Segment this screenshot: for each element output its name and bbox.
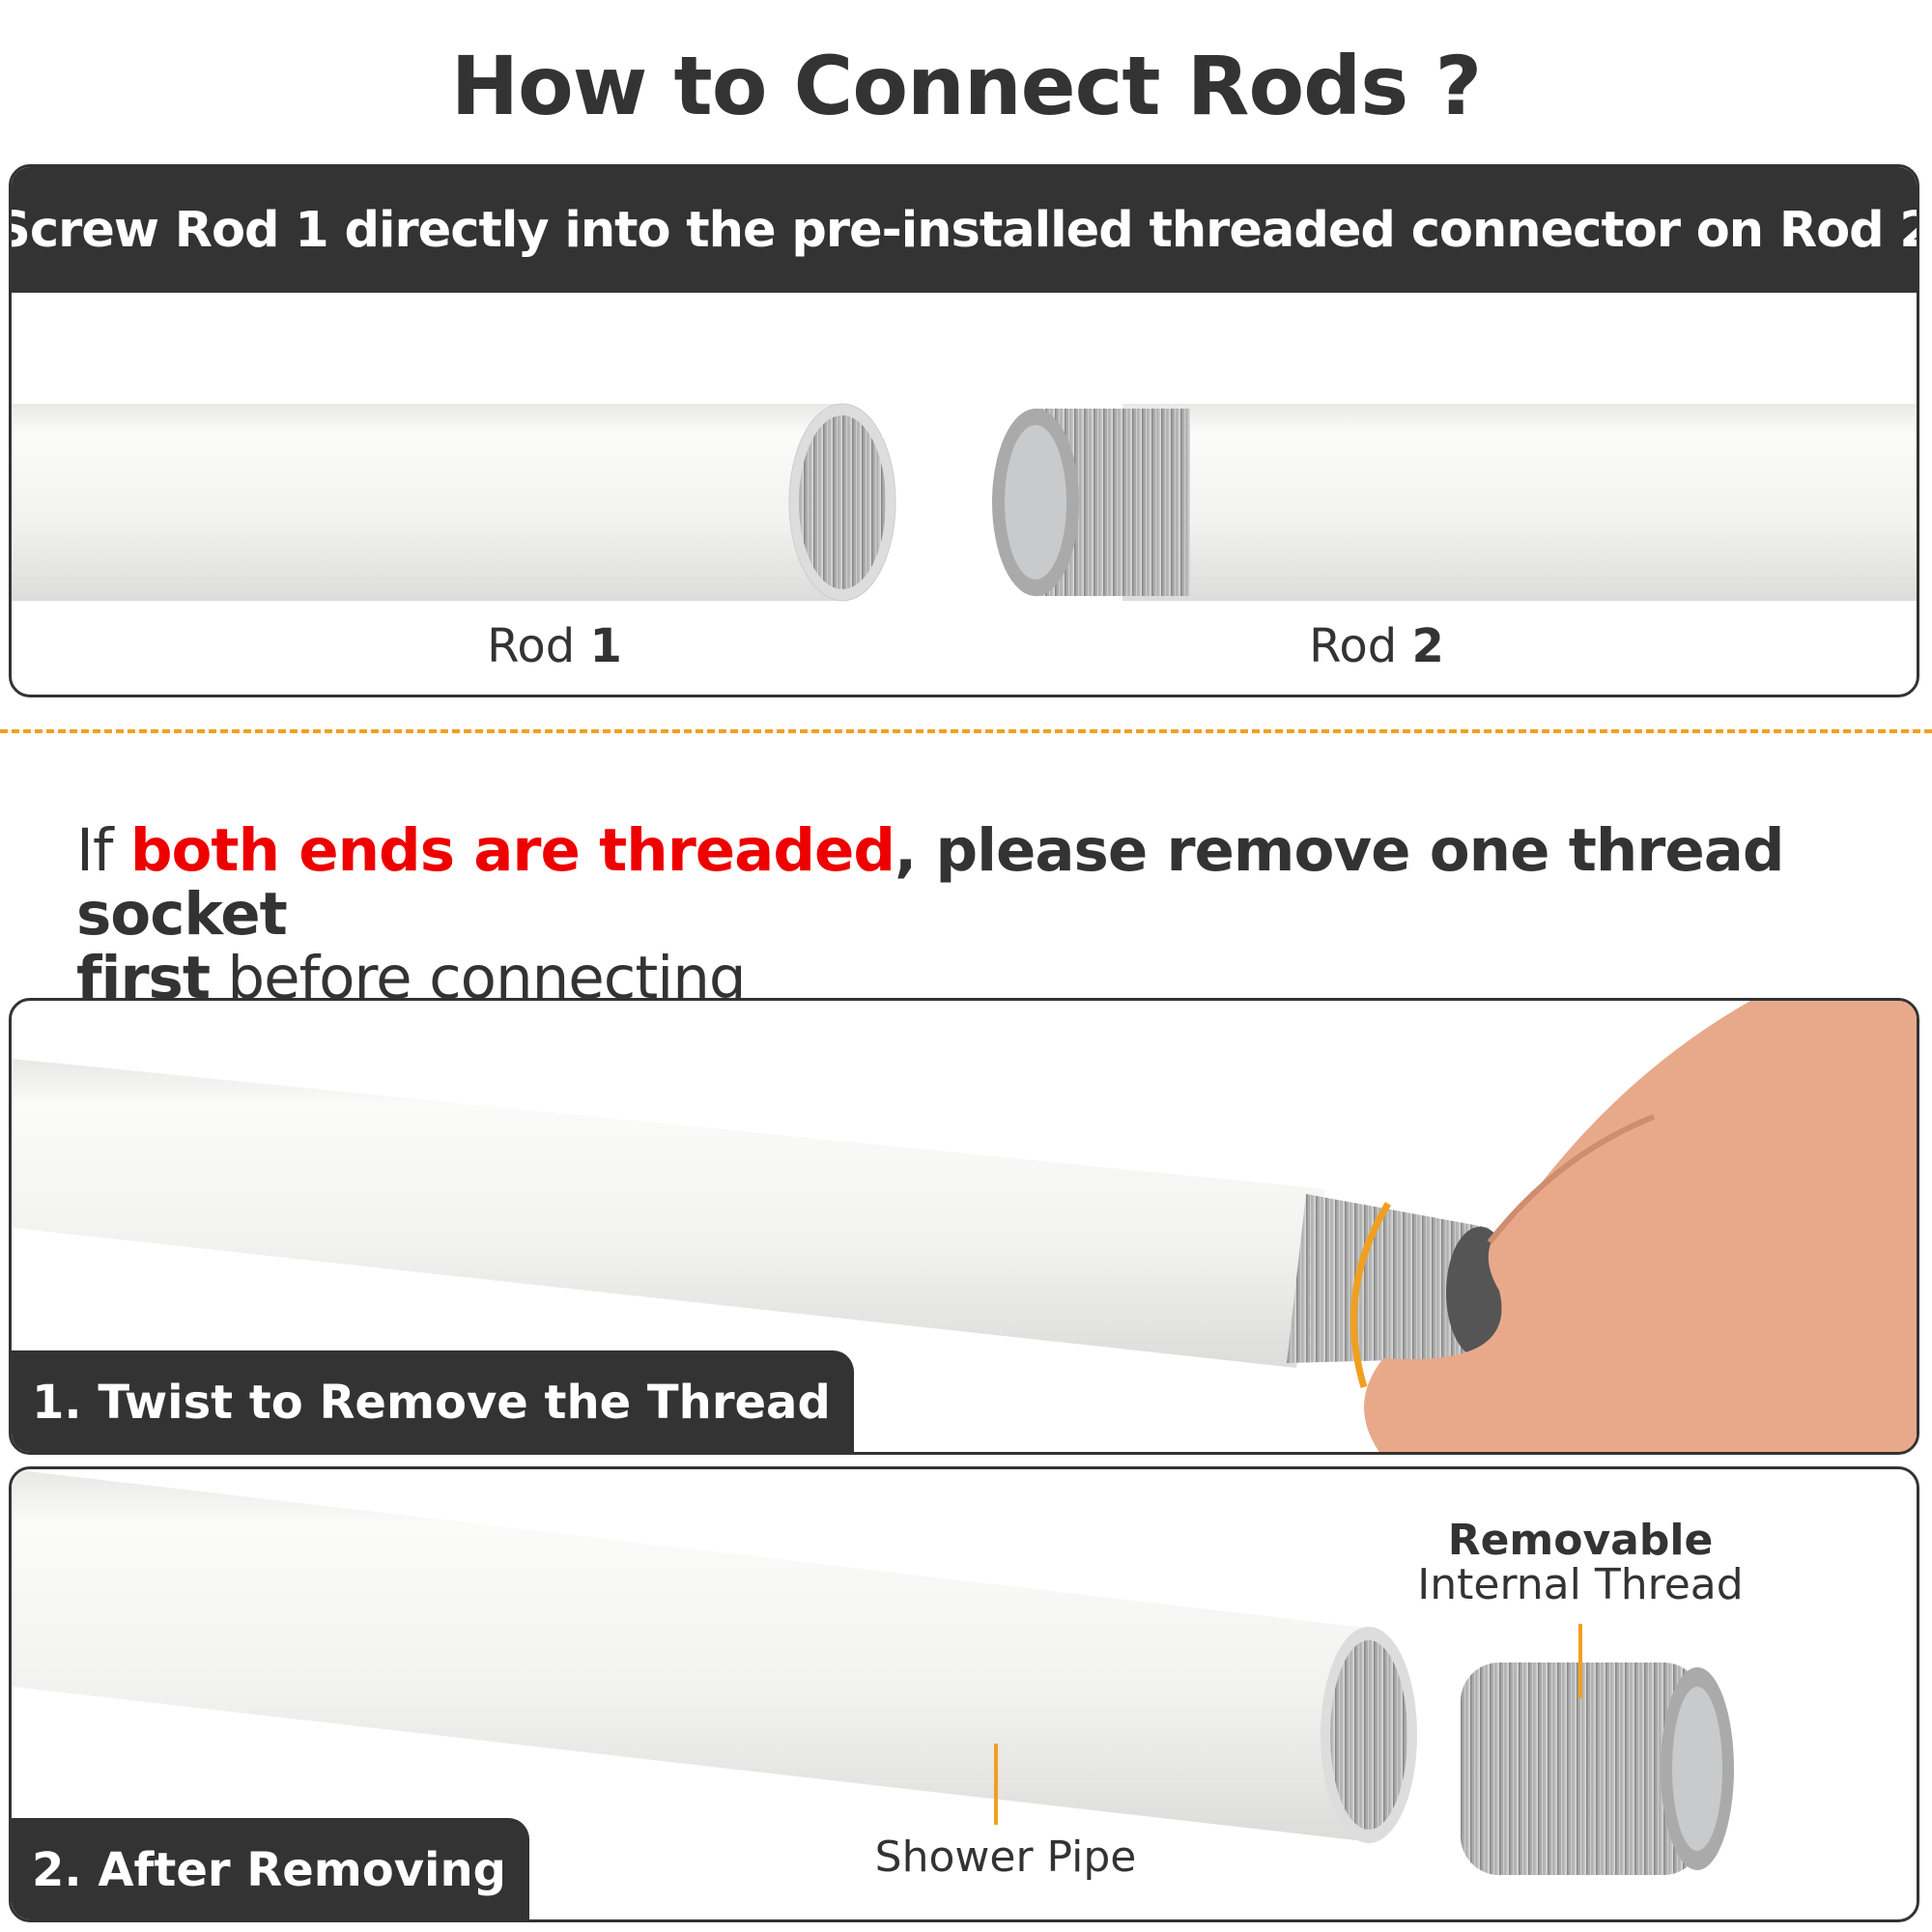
twist-illustration (12, 1001, 1917, 1452)
removable-thread (1461, 1662, 1734, 1875)
step-1-panel: 1. Twist to Remove the Thread (9, 998, 1919, 1455)
rod-2-label: Rod 2 (1309, 619, 1444, 673)
instruction-part: If (76, 816, 130, 885)
step-2-panel: 2. After Removing (9, 1466, 1919, 1922)
rod-1-label: Rod 1 (487, 619, 622, 673)
instruction-text: If both ends are threaded, please remove… (76, 819, 1912, 1010)
step-1-label: 1. Twist to Remove the Thread (12, 1350, 854, 1452)
instruction-part: , please remove one thread socket (76, 816, 1785, 949)
instruction-highlight: both ends are threaded (129, 816, 895, 885)
thread-socket (1287, 1194, 1514, 1389)
rod-2 (992, 404, 1917, 601)
section-divider (0, 729, 1932, 733)
removable-subtitle: Internal Thread (1417, 1560, 1744, 1609)
hand-image (1364, 1001, 1917, 1452)
shower-pipe (12, 1469, 1374, 1841)
rod-1-label-number: 1 (589, 619, 622, 673)
step-2-label: 2. After Removing (12, 1818, 530, 1919)
twist-arrow-icon (1350, 1202, 1391, 1389)
after-removing-illustration (12, 1469, 1734, 1875)
connect-rods-panel: Screw Rod 1 directly into the pre-instal… (9, 164, 1919, 697)
removable-leader-line (1578, 1624, 1582, 1698)
rod-2-label-text: Rod (1309, 619, 1412, 673)
removable-title: Removable (1447, 1516, 1714, 1565)
rods-illustration (12, 403, 1917, 602)
shower-pipe-label: Shower Pipe (874, 1833, 1137, 1882)
rod-1-label-text: Rod (487, 619, 590, 673)
shower-pipe-leader-line (994, 1744, 998, 1825)
rod-1 (12, 403, 896, 602)
step-header: Screw Rod 1 directly into the pre-instal… (12, 167, 1917, 293)
page-title: How to Connect Rods ? (450, 39, 1483, 133)
rod-2-label-number: 2 (1411, 619, 1444, 673)
